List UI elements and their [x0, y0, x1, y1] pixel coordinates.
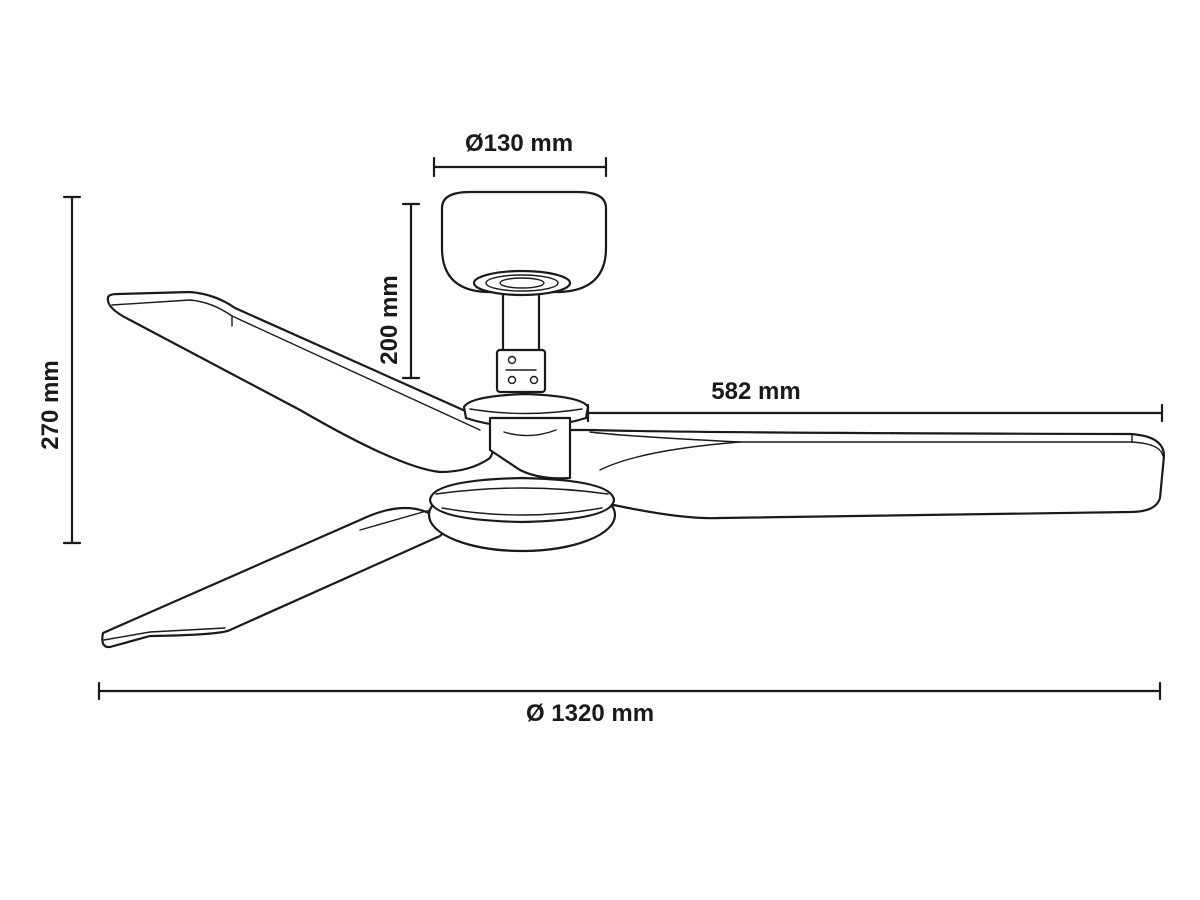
total-height-label: 270 mm: [37, 360, 64, 449]
total-height-dimension: 270 mm: [37, 195, 82, 545]
total-diameter-label: Ø 1320 mm: [526, 700, 654, 727]
blade-length-label: 582 mm: [711, 378, 800, 405]
left-upper-blade: [106, 290, 497, 474]
screw-icon: [507, 375, 517, 385]
total-diameter-dimension: Ø 1320 mm: [97, 681, 1162, 727]
canopy-diameter-label: Ø130 mm: [465, 130, 573, 157]
blade-length-dimension: 582 mm: [586, 378, 1164, 423]
motor-upper-housing: [462, 392, 590, 480]
downrod: [495, 283, 547, 394]
ceiling-fan-drawing: [101, 190, 1166, 649]
canopy-diameter-dimension: Ø130 mm: [432, 130, 608, 178]
canopy: [440, 190, 608, 297]
right-blade: [558, 428, 1166, 520]
left-lower-blade: [101, 506, 445, 649]
light-housing: [427, 476, 617, 553]
downrod-height-dimension: 200 mm: [376, 202, 421, 380]
screw-icon: [507, 355, 517, 365]
screw-icon: [529, 375, 539, 385]
downrod-height-label: 200 mm: [376, 275, 403, 364]
